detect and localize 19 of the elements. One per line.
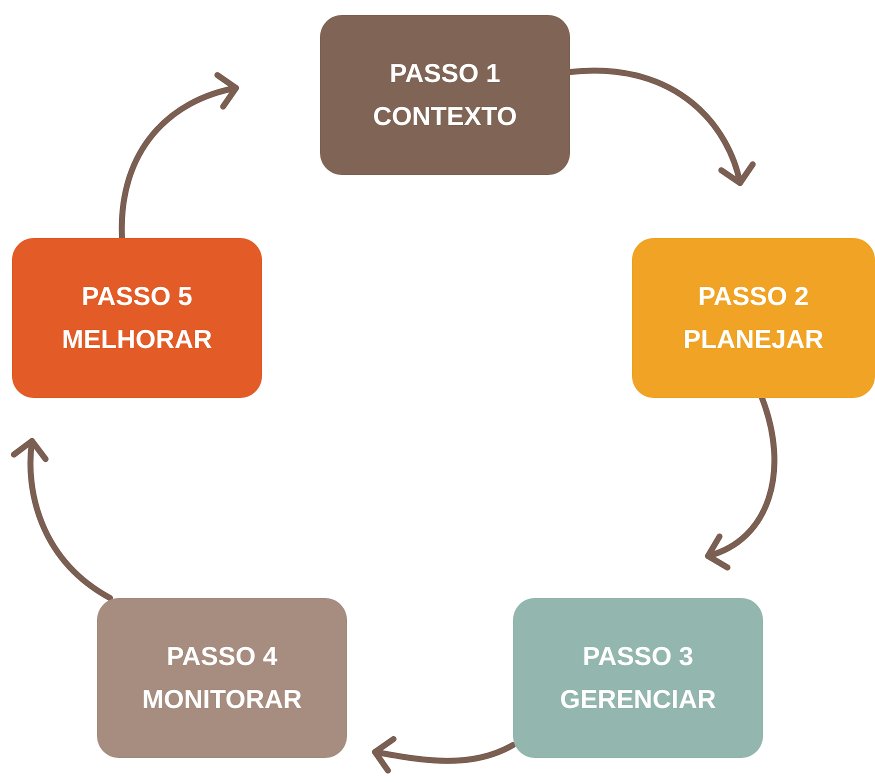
step-number: PASSO 5 bbox=[82, 282, 192, 311]
step-title: CONTEXTO bbox=[373, 102, 517, 131]
curved-arrow bbox=[11, 438, 113, 601]
step-box bbox=[97, 598, 347, 758]
step-box bbox=[632, 238, 875, 398]
step-number: PASSO 4 bbox=[166, 642, 278, 671]
step-box bbox=[320, 15, 570, 175]
step-number: PASSO 3 bbox=[582, 642, 694, 671]
step-title: PLANEJAR bbox=[683, 325, 824, 354]
step-title: GERENCIAR bbox=[560, 685, 716, 714]
step-number: PASSO 1 bbox=[390, 59, 500, 88]
step-title: MONITORAR bbox=[142, 685, 302, 714]
curved-arrow bbox=[705, 395, 778, 569]
step-box bbox=[12, 238, 262, 398]
step-number: PASSO 2 bbox=[698, 282, 809, 311]
step-title: MELHORAR bbox=[62, 325, 212, 354]
step-box bbox=[513, 598, 763, 758]
curved-arrow bbox=[119, 73, 239, 241]
curved-arrow bbox=[372, 736, 516, 774]
